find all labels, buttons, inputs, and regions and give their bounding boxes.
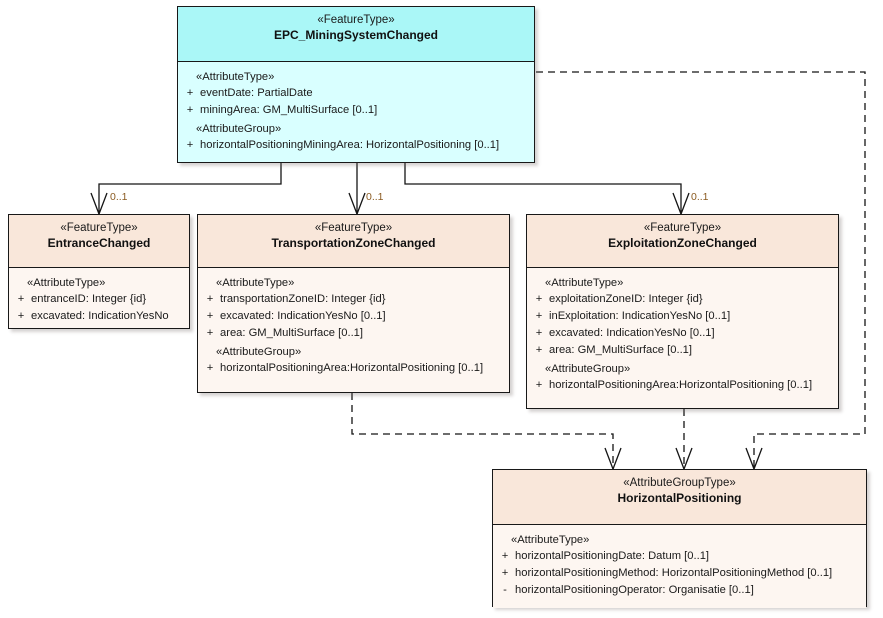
- visibility-marker: +: [535, 344, 543, 356]
- visibility-marker: +: [186, 104, 194, 116]
- attribute-row: + excavated: IndicationYesNo [0..1]: [200, 308, 507, 325]
- attribute-group-label: «AttributeType»: [511, 534, 590, 546]
- attribute-group-label: «AttributeType»: [196, 71, 275, 83]
- visibility-marker: +: [535, 379, 543, 391]
- class-body-epc: «AttributeType» + eventDate: PartialDate…: [178, 62, 534, 162]
- stereotype-transportation: «FeatureType»: [314, 222, 393, 234]
- class-body-transportation: «AttributeType» + transportationZoneID: …: [198, 268, 509, 392]
- attribute-group-label: «AttributeType»: [27, 277, 106, 289]
- attribute-text: excavated: IndicationYesNo: [31, 310, 169, 322]
- class-horizontalpositioning[interactable]: «AttributeGroupType» HorizontalPositioni…: [492, 469, 867, 608]
- attribute-group-label: «AttributeGroup»: [545, 363, 631, 375]
- class-epc-miningsystemchanged[interactable]: «FeatureType» EPC_MiningSystemChanged «A…: [177, 6, 535, 163]
- edge-epc-horizontalpositioning: [536, 71, 866, 469]
- class-header-epc: «FeatureType» EPC_MiningSystemChanged: [178, 7, 534, 62]
- visibility-marker: +: [535, 327, 543, 339]
- class-name-epc: EPC_MiningSystemChanged: [273, 28, 439, 42]
- visibility-marker: -: [503, 584, 507, 596]
- class-body-horizontalpositioning: «AttributeType» + horizontalPositioningD…: [493, 525, 866, 608]
- attribute-text: eventDate: PartialDate: [200, 87, 313, 99]
- attribute-group-label: «AttributeType»: [545, 277, 624, 289]
- class-header-exploitation: «FeatureType» ExploitationZoneChanged: [527, 215, 838, 268]
- attribute-text: excavated: IndicationYesNo [0..1]: [549, 327, 715, 339]
- edge-epc-exploitation: [404, 163, 682, 214]
- attribute-text: entranceID: Integer {id}: [31, 293, 147, 305]
- attribute-row: - horizontalPositioningOperator: Organis…: [495, 582, 864, 599]
- attribute-row: + area: GM_MultiSurface [0..1]: [200, 325, 507, 342]
- class-transportationzonechanged[interactable]: «FeatureType» TransportationZoneChanged …: [197, 214, 510, 393]
- attribute-text: horizontalPositioningDate: Datum [0..1]: [515, 550, 710, 562]
- stereotype-horizontalpositioning: «AttributeGroupType»: [623, 477, 736, 489]
- attribute-text: area: GM_MultiSurface [0..1]: [549, 344, 693, 356]
- class-body-entrance: «AttributeType» + entranceID: Integer {i…: [9, 268, 189, 328]
- visibility-marker: +: [17, 310, 25, 322]
- attribute-text: horizontalPositioningOperator: Organisat…: [515, 584, 754, 596]
- attribute-row: + entranceID: Integer {id}: [11, 291, 187, 308]
- attribute-group-label: «AttributeType»: [216, 277, 295, 289]
- visibility-marker: +: [186, 87, 194, 99]
- visibility-marker: +: [501, 567, 509, 579]
- attribute-text: horizontalPositioningMiningArea: Horizon…: [200, 139, 500, 151]
- attribute-row: + exploitationZoneID: Integer {id}: [529, 291, 836, 308]
- class-name-entrance: EntranceChanged: [47, 236, 151, 250]
- attribute-text: transportationZoneID: Integer {id}: [220, 293, 386, 305]
- class-name-exploitation: ExploitationZoneChanged: [608, 236, 757, 250]
- stereotype-exploitation: «FeatureType»: [643, 222, 722, 234]
- edge-epc-entrance: [98, 163, 282, 214]
- multiplicity-exploitation: 0..1: [691, 191, 709, 203]
- class-exploitationzonechanged[interactable]: «FeatureType» ExploitationZoneChanged «A…: [526, 214, 839, 409]
- attribute-text: exploitationZoneID: Integer {id}: [549, 293, 703, 305]
- attribute-row: + area: GM_MultiSurface [0..1]: [529, 342, 836, 359]
- attribute-row: + excavated: IndicationYesNo: [11, 308, 187, 325]
- attribute-group-label: «AttributeGroup»: [216, 346, 302, 358]
- attribute-row: + excavated: IndicationYesNo [0..1]: [529, 325, 836, 342]
- class-body-exploitation: «AttributeType» + exploitationZoneID: In…: [527, 268, 838, 408]
- edge-transportation-horizontalpositioning: [351, 393, 614, 469]
- attribute-row: + horizontalPositioningArea:HorizontalPo…: [200, 360, 507, 377]
- visibility-marker: +: [206, 310, 214, 322]
- stereotype-epc: «FeatureType»: [317, 14, 395, 26]
- attribute-row: + miningArea: GM_MultiSurface [0..1]: [180, 102, 532, 119]
- class-name-transportation: TransportationZoneChanged: [271, 236, 436, 250]
- attribute-text: horizontalPositioningArea:HorizontalPosi…: [220, 362, 484, 374]
- class-header-entrance: «FeatureType» EntranceChanged: [9, 215, 189, 268]
- visibility-marker: +: [206, 293, 214, 305]
- attribute-row: + horizontalPositioningMethod: Horizonta…: [495, 565, 864, 582]
- class-name-horizontalpositioning: HorizontalPositioning: [617, 491, 742, 505]
- multiplicity-entrance: 0..1: [110, 191, 128, 203]
- attribute-row: + transportationZoneID: Integer {id}: [200, 291, 507, 308]
- attribute-row: + horizontalPositioningDate: Datum [0..1…: [495, 548, 864, 565]
- visibility-marker: +: [535, 293, 543, 305]
- attribute-row: + eventDate: PartialDate: [180, 85, 532, 102]
- visibility-marker: +: [17, 293, 25, 305]
- visibility-marker: +: [535, 310, 543, 322]
- attribute-text: horizontalPositioningArea:HorizontalPosi…: [549, 379, 813, 391]
- visibility-marker: +: [206, 362, 214, 374]
- stereotype-entrance: «FeatureType»: [60, 222, 138, 234]
- attribute-row: + horizontalPositioningMiningArea: Horiz…: [180, 137, 532, 154]
- attribute-text: miningArea: GM_MultiSurface [0..1]: [200, 104, 378, 116]
- class-entrancechanged[interactable]: «FeatureType» EntranceChanged «Attribute…: [8, 214, 190, 329]
- attribute-group-label: «AttributeGroup»: [196, 123, 282, 135]
- attribute-row: + horizontalPositioningArea:HorizontalPo…: [529, 377, 836, 394]
- class-header-horizontalpositioning: «AttributeGroupType» HorizontalPositioni…: [493, 470, 866, 525]
- visibility-marker: +: [501, 550, 509, 562]
- attribute-row: + inExploitation: IndicationYesNo [0..1]: [529, 308, 836, 325]
- visibility-marker: +: [206, 327, 214, 339]
- attribute-text: horizontalPositioningMethod: HorizontalP…: [515, 567, 833, 579]
- attribute-text: excavated: IndicationYesNo [0..1]: [220, 310, 386, 322]
- class-header-transportation: «FeatureType» TransportationZoneChanged: [198, 215, 509, 268]
- attribute-text: area: GM_MultiSurface [0..1]: [220, 327, 364, 339]
- attribute-text: inExploitation: IndicationYesNo [0..1]: [549, 310, 731, 322]
- multiplicity-transportation: 0..1: [366, 191, 384, 203]
- visibility-marker: +: [186, 139, 194, 151]
